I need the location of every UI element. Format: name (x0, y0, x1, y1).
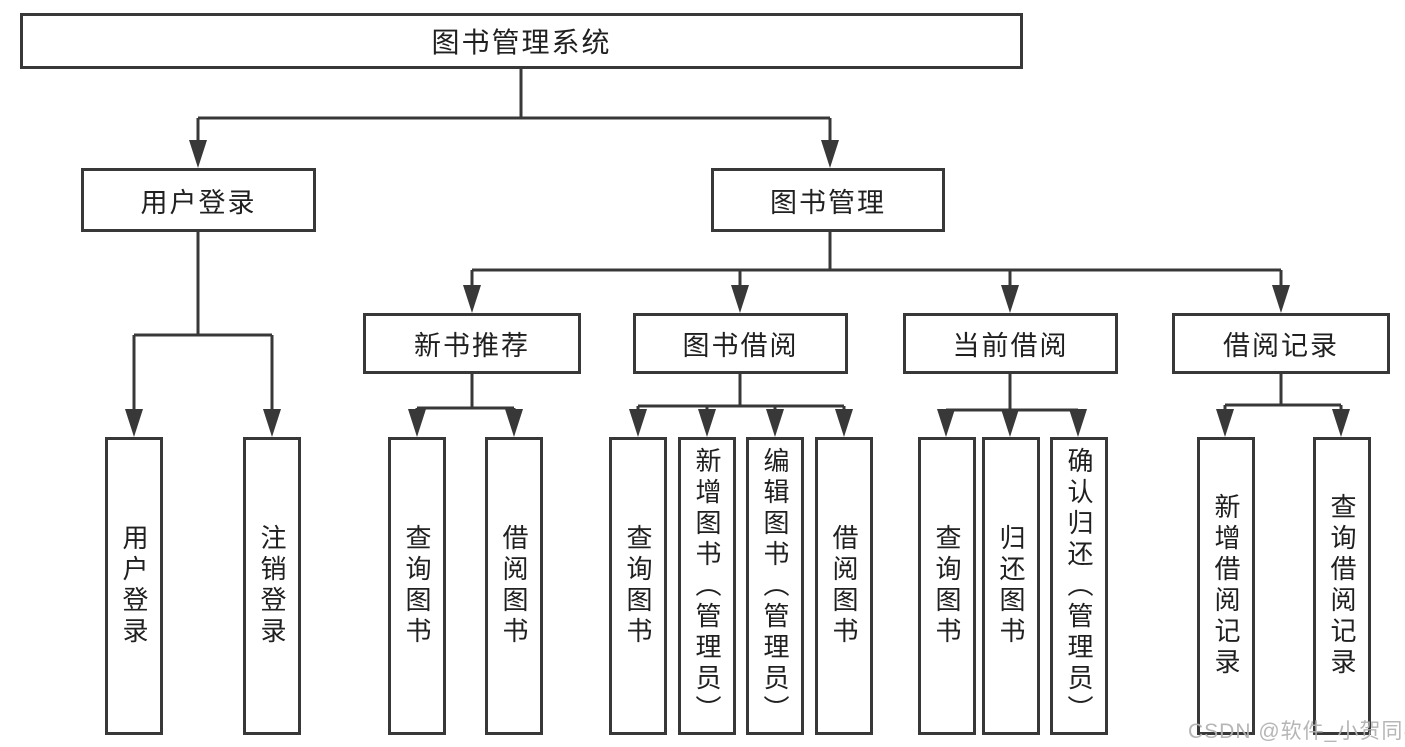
node-label: 注销登录 (257, 524, 287, 648)
node-user-login: 用户登录 (81, 168, 316, 232)
leaf-add-book-admin: 新增图书（管理员） (678, 437, 736, 735)
leaf-logout: 注销登录 (243, 437, 301, 735)
leaf-edit-book-admin: 编辑图书（管理员） (746, 437, 804, 735)
leaf-add-borrow-record: 新增借阅记录 (1197, 437, 1255, 735)
node-book-borrowing: 图书借阅 (633, 313, 848, 374)
leaf-query-books-borrowing: 查询图书 (609, 437, 667, 735)
connector-current-borrowing-to-leaves (944, 374, 1080, 420)
node-label: 图书借阅 (682, 331, 799, 361)
leaf-return-books: 归还图书 (982, 437, 1040, 735)
node-label: 编辑图书（管理员） (760, 446, 790, 726)
node-library-management-system: 图书管理系统 (20, 13, 1023, 69)
node-label: 查询图书 (402, 524, 432, 648)
arrow-down-icon (731, 285, 749, 313)
arrow-down-icon (629, 409, 647, 437)
arrow-down-icon (189, 140, 207, 168)
leaf-borrow-books-borrowing: 借阅图书 (815, 437, 873, 735)
arrow-down-icon (1001, 409, 1019, 437)
node-label: 确认归还（管理员） (1064, 446, 1094, 726)
arrow-down-icon (125, 409, 143, 437)
node-label: 新增借阅记录 (1211, 493, 1241, 679)
arrow-down-icon (263, 409, 281, 437)
leaf-query-books-current: 查询图书 (918, 437, 976, 735)
arrow-down-icon (1332, 409, 1350, 437)
arrow-down-icon (1272, 285, 1290, 313)
arrow-down-icon (821, 140, 839, 168)
leaf-query-books-recommend: 查询图书 (388, 437, 446, 735)
node-label: 借阅图书 (499, 524, 529, 648)
connector-new-book-recommend-to-leaves (415, 374, 516, 420)
arrow-down-icon (408, 409, 426, 437)
connector-book-management-to-level3 (470, 232, 1283, 295)
node-borrowing-records: 借阅记录 (1172, 313, 1390, 374)
connector-root-to-level2 (196, 69, 832, 150)
node-label: 归还图书 (996, 524, 1026, 648)
arrow-down-icon (1216, 409, 1234, 437)
leaf-user-login: 用户登录 (105, 437, 163, 735)
node-label: 查询图书 (623, 524, 653, 648)
node-label: 当前借阅 (952, 331, 1069, 361)
arrow-down-icon (505, 409, 523, 437)
node-label: 图书管理系统 (431, 27, 612, 58)
leaf-borrow-books-recommend: 借阅图书 (485, 437, 543, 735)
arrow-down-icon (1069, 409, 1087, 437)
connector-user-login-to-leaves (132, 232, 274, 420)
node-label: 借阅记录 (1223, 331, 1339, 361)
node-label: 用户登录 (140, 187, 257, 218)
leaf-confirm-return-admin: 确认归还（管理员） (1050, 437, 1108, 735)
node-label: 借阅图书 (829, 524, 859, 648)
arrow-down-icon (766, 409, 784, 437)
node-label: 图书管理 (770, 187, 886, 218)
arrow-down-icon (835, 409, 853, 437)
connector-book-borrowing-to-leaves (636, 374, 846, 420)
node-label: 查询借阅记录 (1327, 493, 1357, 679)
node-label: 新增图书（管理员） (692, 446, 722, 726)
arrow-down-icon (1001, 285, 1019, 313)
node-current-borrowing: 当前借阅 (903, 313, 1118, 374)
arrow-down-icon (698, 409, 716, 437)
leaf-query-borrow-record: 查询借阅记录 (1313, 437, 1371, 735)
node-label: 新书推荐 (414, 331, 530, 361)
csdn-watermark: CSDN @软件_小贺同学 (1188, 720, 1405, 743)
connector-borrowing-records-to-leaves (1223, 374, 1343, 420)
node-new-book-recommend: 新书推荐 (363, 313, 581, 374)
node-label: 用户登录 (119, 524, 149, 648)
arrow-down-icon (937, 409, 955, 437)
node-book-management: 图书管理 (711, 168, 945, 232)
node-label: 查询图书 (932, 524, 962, 648)
arrow-down-icon (463, 285, 481, 313)
